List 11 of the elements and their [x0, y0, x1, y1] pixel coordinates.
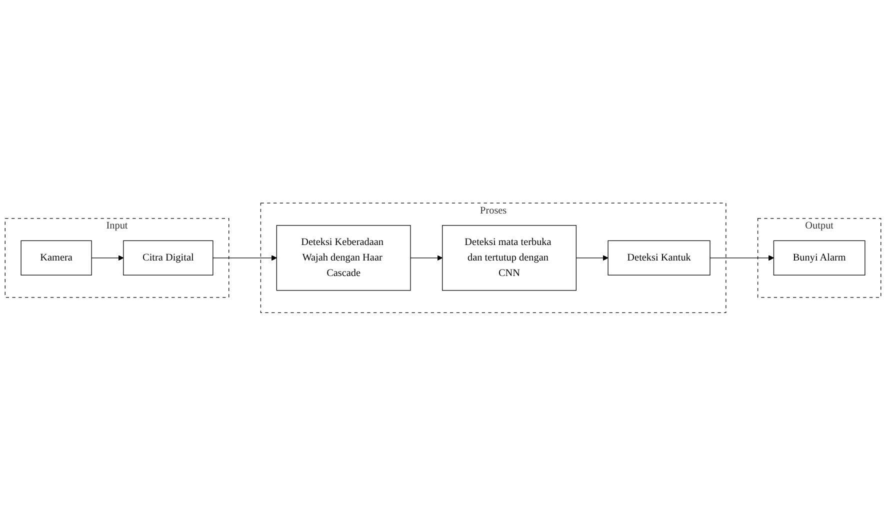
- arrow: [91, 254, 124, 260]
- node-box: Deteksi Keberadaan Wajah dengan Haar Cascade: [276, 224, 411, 290]
- arrow: [212, 254, 277, 260]
- arrow: [710, 254, 774, 260]
- node-box: Kamera: [20, 240, 92, 276]
- arrow: [576, 254, 608, 260]
- node-box: Citra Digital: [123, 240, 214, 276]
- node-box: Deteksi mata terbuka dan tertutup dengan CNN: [442, 224, 576, 290]
- arrow: [410, 254, 443, 260]
- node-box: Deteksi Kantuk: [608, 240, 710, 276]
- node-box: Bunyi Alarm: [773, 240, 866, 276]
